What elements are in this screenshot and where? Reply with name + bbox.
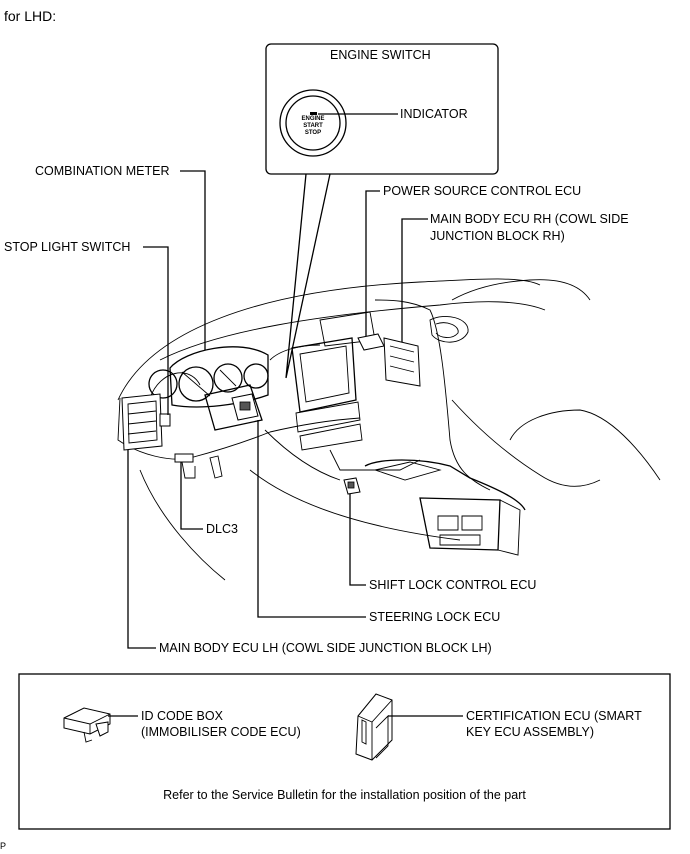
engine-start-button-inner (285, 95, 341, 151)
service-bulletin-note: Refer to the Service Bulletin for the in… (163, 788, 526, 802)
shift-lock-control-ecu-label: SHIFT LOCK CONTROL ECU (369, 578, 537, 592)
shift-lock-control-ecu-part (343, 477, 361, 495)
steering-lock-ecu-label: STEERING LOCK ECU (369, 610, 501, 624)
dlc3-label: DLC3 (206, 522, 238, 536)
certification-ecu-label-line2: KEY ECU ASSEMBLY) (466, 725, 595, 739)
steering-column (148, 369, 263, 431)
id-code-box-label-line1: ID CODE BOX (141, 709, 223, 723)
id-code-box-label-line2: (IMMOBILISER CODE ECU) (141, 725, 301, 739)
dashboard-outline (117, 278, 661, 581)
button-line-engine: ENGINE (301, 116, 325, 122)
main-body-ecu-rh-label-line1: MAIN BODY ECU RH (COWL SIDE (430, 212, 629, 226)
main-body-ecu-rh-part (383, 337, 421, 387)
engine-switch-inset-frame (265, 43, 499, 175)
combination-meter-label: COMBINATION METER (35, 164, 170, 178)
diagram-header: for LHD: (4, 8, 57, 24)
leader-lines (127, 170, 428, 649)
indicator-label: INDICATOR (400, 107, 468, 121)
engine-start-button-text: ENGINE START STOP (296, 113, 330, 137)
button-line-start: START (303, 123, 323, 129)
center-stack (291, 311, 421, 471)
stop-light-switch-part (159, 413, 171, 427)
main-body-ecu-rh-label-line2: JUNCTION BLOCK RH) (430, 229, 565, 243)
main-body-ecu-lh-label: MAIN BODY ECU LH (COWL SIDE JUNCTION BLO… (159, 641, 492, 655)
id-code-box-icon (63, 707, 111, 743)
indicator-lamp (310, 112, 317, 115)
center-console (364, 459, 526, 556)
pedal (209, 455, 223, 479)
power-source-control-ecu-part (357, 333, 385, 351)
engine-switch-pointer (285, 173, 331, 379)
engine-start-button-outer (279, 89, 347, 157)
stop-light-switch-label: STOP LIGHT SWITCH (4, 240, 131, 254)
power-source-control-ecu-label: POWER SOURCE CONTROL ECU (383, 184, 582, 198)
certification-ecu-label-line1: CERTIFICATION ECU (SMART (466, 709, 642, 723)
certification-ecu-icon (355, 693, 393, 761)
main-body-ecu-lh-part (121, 393, 163, 451)
engine-switch-title: ENGINE SWITCH (330, 48, 431, 62)
dlc3-part (174, 453, 196, 479)
service-bulletin-frame (18, 673, 671, 830)
combination-meter-part (169, 346, 269, 408)
steering-lock-ecu-part (231, 393, 259, 421)
button-line-stop: STOP (304, 130, 322, 136)
figure-code: P (0, 841, 7, 851)
